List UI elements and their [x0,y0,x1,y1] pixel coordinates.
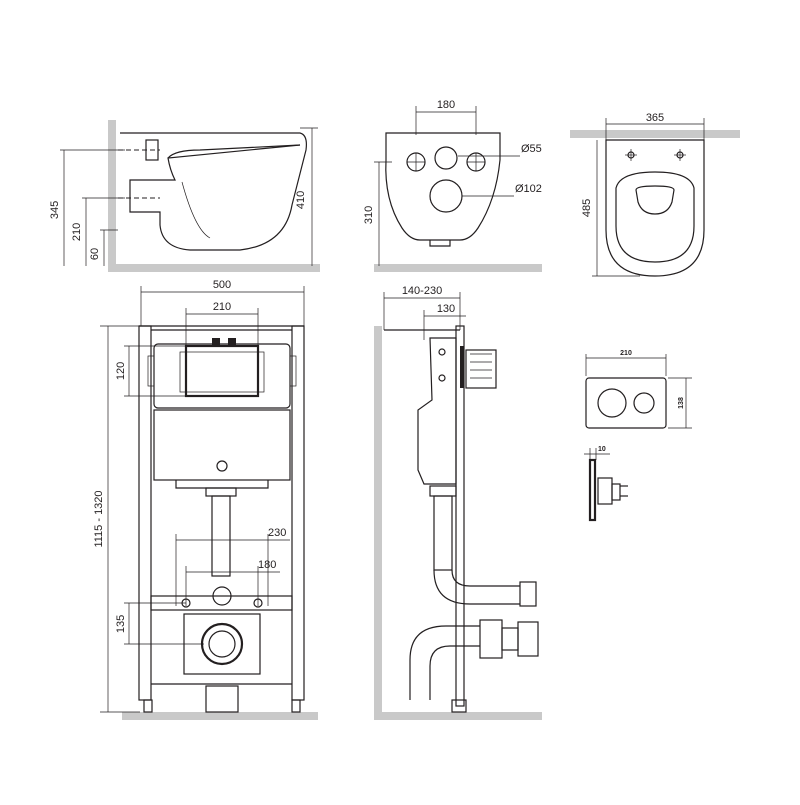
flush-outlet-end [519,581,537,607]
valve-left [212,338,220,346]
label-180-frame: 180 [258,559,276,571]
flush-plate-opening [184,344,260,398]
side-foot [451,699,467,713]
valve-right [228,338,236,346]
outlet-102 [429,179,463,213]
cistern-base [175,480,269,489]
side-bracket [460,346,464,388]
drain-bend-outer [409,625,480,700]
label-dia-102: Ø102 [515,183,542,195]
flush-plate-view: 210 138 10 [584,350,692,522]
drain-bend-inner [429,645,480,700]
tab-right [289,355,297,387]
rear-foot [429,240,451,247]
label-130: 130 [437,303,455,315]
bowl-opening [635,185,675,215]
pipe-coupling [205,487,237,497]
top-view-wall [570,130,740,138]
foot-left [143,699,153,713]
flush-opening-inner [179,351,265,393]
flush-connector [212,586,232,606]
label-485: 485 [581,199,593,217]
label-410: 410 [295,191,307,209]
label-plate-138: 138 [678,397,685,409]
flush-plate-front [585,377,667,429]
side-coupling [429,485,457,497]
seat-outline [615,171,695,263]
side-valve [438,348,446,356]
label-345: 345 [49,201,61,219]
drain-pipe-stub [205,685,239,713]
plate-clip [597,477,613,505]
water-inlet [434,146,458,170]
label-210: 210 [71,223,83,241]
frame-front-floor [122,712,318,720]
label-230: 230 [268,527,286,539]
plate-clip-end [611,483,621,501]
label-310: 310 [363,206,375,224]
drain-coupling [479,619,503,659]
label-500: 500 [213,279,231,291]
label-365: 365 [646,112,664,124]
cistern-top [153,343,291,409]
drain-end [517,621,539,657]
flush-actuator [465,349,497,389]
drain-outlet-outer [200,622,244,666]
bowl-outline [120,132,307,251]
label-60: 60 [89,248,101,260]
drain-outlet-inner [208,630,236,658]
side-valve-2 [438,374,446,382]
label-120: 120 [115,362,127,380]
label-135: 135 [115,615,127,633]
label-plate-10: 10 [598,446,606,453]
label-180-rear: 180 [437,99,455,111]
label-plate-210: 210 [620,350,632,357]
flush-button-small [633,392,655,414]
label-dia-55: Ø55 [521,143,542,155]
foot-right [291,699,301,713]
rear-outline [385,132,501,241]
toilet-rear-view: 180 Ø55 Ø102 310 [363,99,542,272]
frame-front-view: 500 210 120 1115 - 1320 230 180 135 [93,279,318,720]
flush-plate-side [588,458,597,522]
rear-view-floor [374,264,542,272]
frame-side-wall [374,326,382,720]
side-flush-bend-inner [451,569,520,587]
label-210-frame: 210 [213,301,231,313]
frame-side-view: 140-230 130 [374,285,542,720]
tab-left [147,355,155,387]
cistern-body [153,409,291,481]
side-view-floor [108,264,320,272]
cistern-side [417,337,457,485]
label-height-range: 1115 - 1320 [93,490,105,547]
side-flush-pipe [433,495,453,571]
cistern-port [216,460,228,472]
side-flush-bend [433,569,520,605]
label-140-230: 140-230 [402,285,442,297]
toilet-top-view: 365 485 [570,112,740,277]
flush-pipe [211,495,231,577]
drain-collar [501,627,519,651]
flush-button-large [597,388,627,418]
bowl-trap-line [181,181,211,239]
side-view-wall [108,120,116,272]
top-outline [605,139,705,277]
frame-right-upright [291,325,305,701]
bowl-rim [167,144,301,159]
frame-side-floor [374,712,542,720]
toilet-side-view: 345 210 60 410 [49,120,320,272]
